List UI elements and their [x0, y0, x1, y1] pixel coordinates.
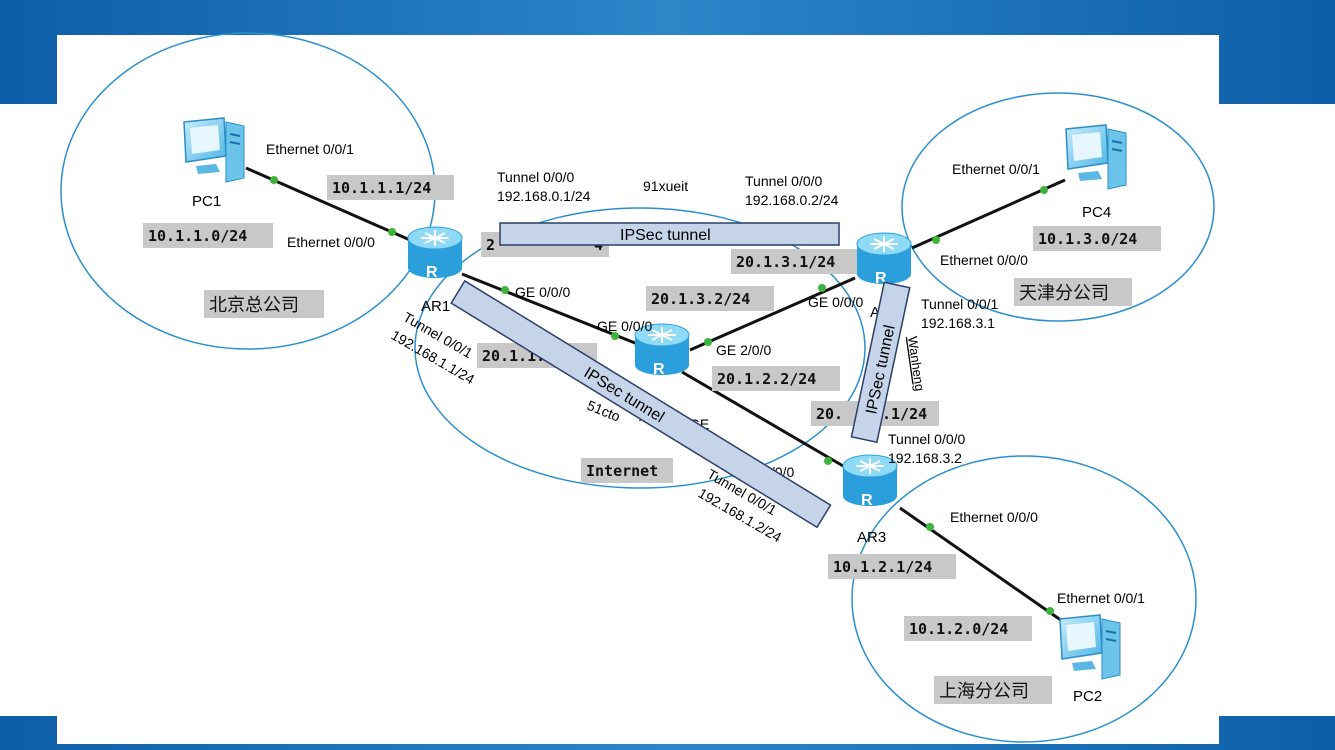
ar4-tunnel000-ip: 192.168.0.2/24	[745, 192, 839, 208]
ar1-wan-ip-partial: 2	[486, 236, 495, 254]
label-bg	[731, 249, 859, 274]
tianjin-network: 10.1.3.0/24	[1038, 230, 1137, 248]
label-bg	[143, 223, 273, 248]
label-bg	[581, 458, 673, 483]
ar1-ethernet-label: Ethernet 0/0/0	[287, 234, 375, 250]
pc4-label: PC4	[1082, 204, 1111, 221]
label-bg	[904, 616, 1032, 641]
shanghai-site-name: 上海分公司	[939, 681, 1029, 702]
pc1-ethernet-label: Ethernet 0/0/1	[266, 141, 354, 157]
ar3-router-letter: R	[861, 492, 873, 509]
ar3-tunnel000-label: Tunnel 0/0/0	[888, 431, 966, 447]
port-dot	[704, 338, 712, 346]
link-ar1-ar2	[461, 272, 641, 347]
label-bg	[327, 175, 454, 200]
port-dot	[388, 228, 396, 236]
label-bg	[828, 554, 956, 579]
pc1-label: PC1	[192, 193, 221, 210]
ar1-router-letter: R	[426, 264, 438, 281]
pc2-label: PC2	[1073, 688, 1102, 705]
label-bg	[1033, 226, 1161, 251]
ar3-wan-ip-b: .1/24	[882, 405, 927, 423]
ar4-wan-ip: 20.1.3.1/24	[736, 253, 835, 271]
ar4-tunnel001-label: Tunnel 0/0/1	[921, 296, 999, 312]
label-bg	[646, 286, 774, 311]
ar1-ge-label: GE 0/0/0	[515, 284, 570, 300]
label-bg	[934, 676, 1052, 704]
tianjin-site-name: 天津分公司	[1019, 283, 1109, 304]
port-dot	[824, 457, 832, 465]
ar3-ethernet-label: Ethernet 0/0/0	[950, 509, 1038, 525]
ar1-label: AR1	[421, 298, 450, 315]
link-ar2-ar3	[681, 370, 851, 472]
port-dot	[932, 236, 940, 244]
port-dot	[501, 286, 509, 294]
ar1-tunnel000-label: Tunnel 0/0/0	[497, 169, 575, 185]
ar2-router-letter: R	[653, 361, 665, 378]
port-dot	[1040, 186, 1048, 194]
ipsec-tunnel-top-label: IPSec tunnel	[620, 227, 711, 244]
internet-label: Internet	[586, 462, 658, 480]
ar2-shanghai-side-ip: 20.1.2.2/24	[717, 370, 816, 388]
ar4-ethernet-label: Ethernet 0/0/0	[940, 252, 1028, 268]
ar4-tunnel000-label: Tunnel 0/0/0	[745, 173, 823, 189]
ar3-label: AR3	[857, 529, 886, 546]
internet-ellipse	[414, 207, 866, 489]
port-dot	[1046, 607, 1054, 615]
watermark-91xueit: 91xueit	[643, 178, 688, 194]
port-dot	[270, 176, 278, 184]
ar1-tunnel000-ip: 192.168.0.1/24	[497, 188, 591, 204]
port-dot	[611, 332, 619, 340]
pc4-ethernet-label: Ethernet 0/0/1	[952, 161, 1040, 177]
port-dot	[818, 284, 826, 292]
port-dot	[926, 523, 934, 531]
label-bg	[1014, 278, 1132, 306]
ar2-ge200-label: GE 2/0/0	[716, 342, 771, 358]
ar2-tianjin-side-ip: 20.1.3.2/24	[651, 290, 750, 308]
ipsec-tunnel-vertical[interactable]	[850, 281, 911, 444]
label-bg	[712, 366, 840, 391]
ar2-ge000-label: GE 0/0/0	[597, 318, 652, 334]
link-ar2-ar4	[689, 276, 856, 352]
ar4-ge000-label: GE 0/0/0	[808, 294, 863, 310]
shanghai-site-ellipse	[851, 455, 1197, 743]
tianjin-site-ellipse	[901, 92, 1215, 322]
shanghai-network: 10.1.2.0/24	[909, 620, 1008, 638]
label-bg	[204, 290, 324, 318]
pc2-ethernet-label: Ethernet 0/0/1	[1057, 590, 1145, 606]
ar4-label-partial: A	[870, 304, 880, 321]
ar3-lan-ip: 10.1.2.1/24	[833, 558, 932, 576]
beijing-site-name: 北京总公司	[209, 295, 299, 316]
ipsec-tunnel-top[interactable]	[499, 222, 840, 246]
ar3-wan-ip-a: 20.	[816, 405, 843, 423]
ar1-lan-ip: 10.1.1.1/24	[332, 179, 431, 197]
beijing-network: 10.1.1.0/24	[148, 227, 247, 245]
ar3-tunnel000-ip: 192.168.3.2	[888, 450, 962, 466]
ar4-tunnel001-ip: 192.168.3.1	[921, 315, 995, 331]
